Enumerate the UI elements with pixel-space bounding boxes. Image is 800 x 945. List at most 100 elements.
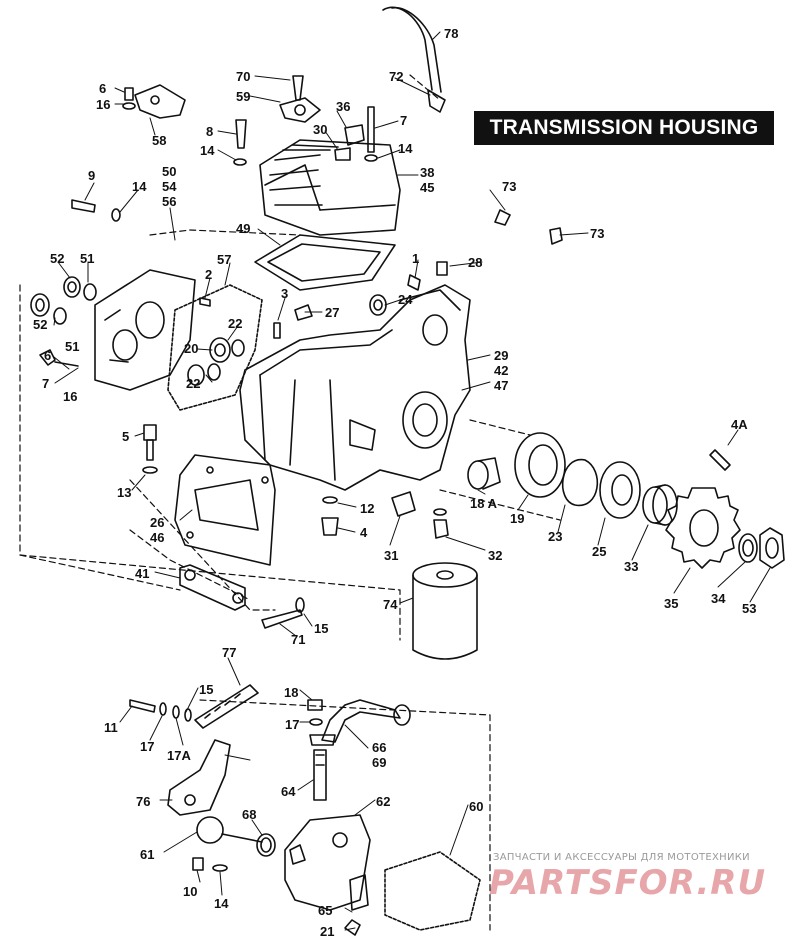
watermark-subtitle: ЗАПЧАСТИ И АКСЕССУАРЫ ДЛЯ МОТОТЕХНИКИ (493, 852, 750, 863)
callout-56: 56 (162, 194, 177, 209)
callout-32: 32 (488, 548, 503, 563)
fitting-21 (344, 919, 361, 936)
sleeve (391, 491, 449, 539)
callout-14c: 14 (132, 179, 147, 194)
callout-47: 47 (494, 378, 509, 393)
callout-24: 24 (398, 292, 413, 307)
shifter-cover (284, 814, 371, 911)
seal-and-nut (294, 294, 387, 321)
callout-6: 6 (99, 81, 107, 96)
callout-21: 21 (320, 924, 335, 939)
top-cover (259, 139, 401, 236)
callout-38: 38 (420, 165, 435, 180)
callout-18a: 18 A (470, 496, 497, 511)
callout-2: 2 (205, 267, 213, 282)
breather-hose (382, 6, 446, 113)
oil-filter (412, 562, 478, 660)
callout-9: 9 (88, 168, 96, 183)
lock-plate (738, 527, 785, 569)
callout-1: 1 (412, 251, 420, 266)
callout-62: 62 (376, 794, 391, 809)
callout-72: 72 (389, 69, 404, 84)
shifter-gasket (384, 851, 481, 931)
callout-52: 52 (50, 251, 65, 266)
callout-51: 51 (80, 251, 95, 266)
callout-64: 64 (281, 784, 296, 799)
bolt-5 (142, 424, 158, 474)
callout-10: 10 (183, 884, 198, 899)
callout-52b: 52 (33, 317, 48, 332)
bolt-71 (261, 597, 305, 629)
callout-4a: 4A (731, 417, 748, 432)
bottom-plate (174, 454, 276, 566)
callout-11: 11 (104, 720, 118, 735)
callout-15: 15 (314, 621, 329, 636)
shift-shaft (313, 749, 327, 801)
callout-12: 12 (360, 501, 375, 516)
shift-bracket (167, 739, 231, 816)
callout-70: 70 (236, 69, 251, 84)
callout-26: 26 (150, 515, 165, 530)
callout-74: 74 (383, 597, 398, 612)
callout-17b: 17 (285, 717, 300, 732)
sprocket (665, 449, 741, 569)
callout-4: 4 (360, 525, 368, 540)
callout-16: 16 (96, 97, 111, 112)
side-cover (94, 269, 196, 391)
callout-18: 18 (284, 685, 299, 700)
callout-13: 13 (117, 485, 132, 500)
callout-8: 8 (206, 124, 214, 139)
callout-6b: 6 (44, 348, 52, 363)
callout-60: 60 (469, 799, 484, 814)
dipstick-knob (196, 816, 276, 857)
callout-58: 58 (152, 133, 167, 148)
callout-66: 66 (372, 740, 387, 755)
callout-73: 73 (502, 179, 517, 194)
callout-68: 68 (242, 807, 257, 822)
cover-gasket (254, 234, 396, 291)
callout-19: 19 (510, 511, 525, 526)
callout-35: 35 (664, 596, 679, 611)
callout-59: 59 (236, 89, 251, 104)
callout-50: 50 (162, 164, 177, 179)
callout-78: 78 (444, 26, 459, 41)
callout-76: 76 (136, 794, 151, 809)
callout-57: 57 (217, 252, 232, 267)
callout-29: 29 (494, 348, 509, 363)
callout-17: 17 (140, 739, 155, 754)
callout-14b: 14 (398, 141, 413, 156)
callout-61: 61 (140, 847, 155, 862)
strap (194, 684, 259, 729)
top-hardware (71, 75, 563, 291)
callout-77: 77 (222, 645, 237, 660)
callout-20: 20 (184, 341, 199, 356)
callout-71: 71 (291, 632, 306, 647)
callout-69: 69 (372, 755, 387, 770)
callout-53: 53 (742, 601, 757, 616)
callout-22b: 22 (186, 376, 201, 391)
callout-25: 25 (592, 544, 607, 559)
bolt-10 (192, 857, 228, 872)
main-bearing (514, 432, 566, 498)
callout-41: 41 (135, 566, 150, 581)
callout-14: 14 (200, 143, 215, 158)
callout-15b: 15 (199, 682, 214, 697)
callout-27: 27 (325, 305, 340, 320)
callout-36: 36 (336, 99, 351, 114)
callout-65: 65 (318, 903, 333, 918)
callout-73b: 73 (590, 226, 605, 241)
callout-17A: 17A (167, 748, 191, 763)
callout-5: 5 (122, 429, 130, 444)
shift-hardware (129, 699, 192, 722)
retaining-ring (561, 459, 599, 507)
callout-23: 23 (548, 529, 563, 544)
mounting-bracket (134, 84, 186, 119)
seal-25 (599, 461, 641, 519)
callout-31: 31 (384, 548, 399, 563)
link-bracket (179, 564, 246, 611)
callout-34: 34 (711, 591, 726, 606)
callout-16b: 16 (63, 389, 78, 404)
callout-45: 45 (420, 180, 435, 195)
callout-54: 54 (162, 179, 177, 194)
